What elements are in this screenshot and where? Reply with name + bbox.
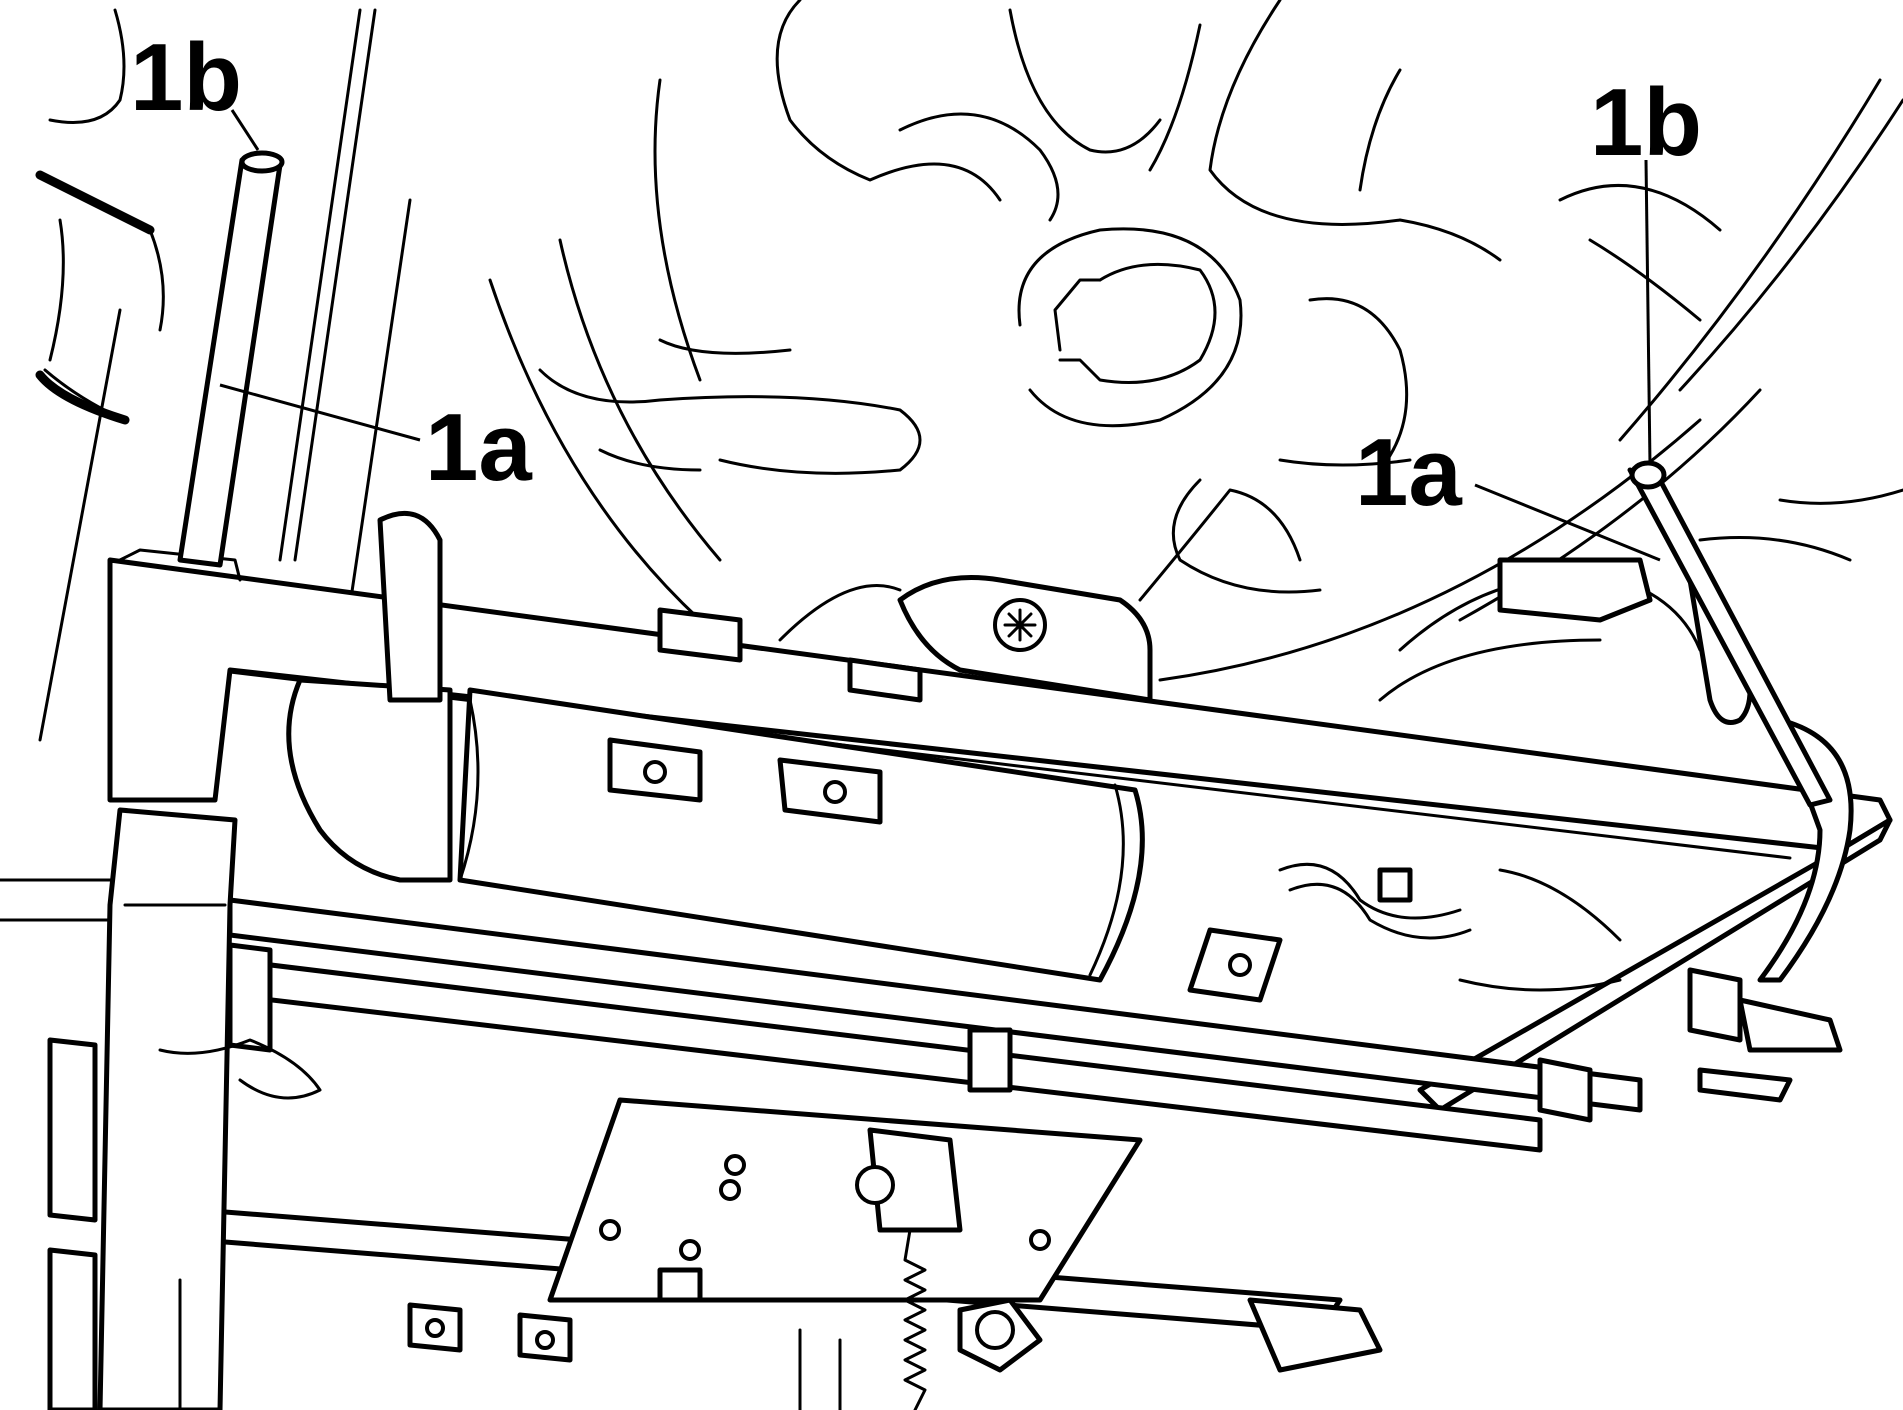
screw-bracket <box>778 575 1153 703</box>
plate-hole <box>724 1154 746 1176</box>
adjuster-nut <box>975 1310 1015 1350</box>
callout-bracket-right: 1a <box>1355 419 1462 526</box>
clip-hole <box>425 1318 445 1338</box>
callout-rod-right: 1b <box>1590 69 1702 176</box>
frame-right-side <box>1378 557 1893 1113</box>
wiring-harness <box>1278 862 1622 992</box>
connector-block <box>158 942 1013 1100</box>
tab-hole <box>1228 953 1252 977</box>
clip-hole <box>535 1330 555 1350</box>
drum-wheel <box>488 0 1903 682</box>
frame-left-post <box>97 807 238 1410</box>
plate-hole <box>719 1179 741 1201</box>
plate-hole <box>1029 1229 1051 1251</box>
leader-lines <box>219 109 1661 562</box>
spring-mechanism <box>855 1127 1043 1410</box>
bottom-plate <box>547 1097 1143 1303</box>
frame-right-post <box>1537 967 1843 1123</box>
callout-bracket-left: 1a <box>425 394 532 501</box>
plate-hole <box>679 1239 701 1261</box>
callout-rod-left: 1b <box>130 24 242 131</box>
spring-pivot <box>855 1165 895 1205</box>
lower-clips <box>47 1037 1383 1410</box>
left-background-lines <box>0 8 412 922</box>
tab-hole <box>643 760 667 784</box>
mounting-tabs <box>607 607 1283 1003</box>
tab-hole <box>823 780 847 804</box>
rod-right <box>1627 460 1833 808</box>
plate-hole <box>599 1219 621 1241</box>
rod-left <box>177 150 285 568</box>
